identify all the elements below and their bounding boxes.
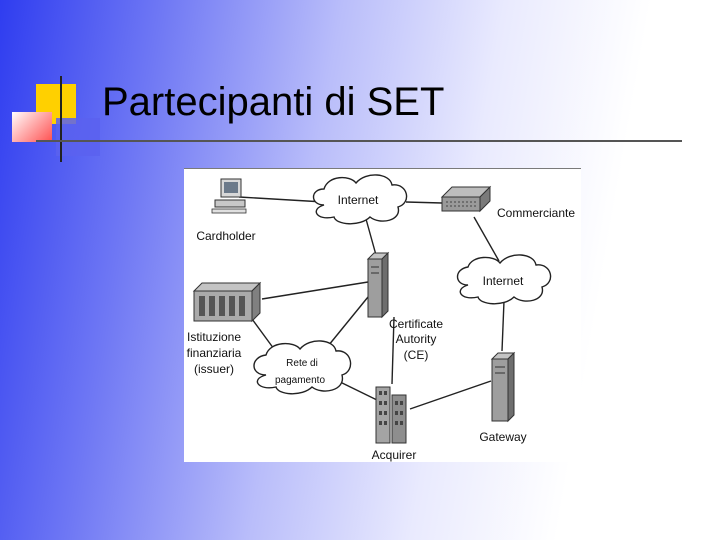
label-internet-2: Internet	[483, 274, 524, 288]
title-underline	[36, 140, 682, 142]
label-ca-3: (CE)	[404, 348, 429, 362]
set-participants-diagram: Internet Internet Rete di pagamento Card…	[184, 168, 581, 462]
cloud-rete-pagamento: Rete di pagamento	[253, 340, 352, 395]
label-rete-2: pagamento	[275, 375, 325, 386]
label-istituzione-3: (issuer)	[194, 362, 234, 376]
label-cardholder: Cardholder	[196, 229, 255, 243]
diagram-canvas: Internet Internet Rete di pagamento Card…	[187, 174, 575, 462]
diagram-links	[238, 196, 505, 410]
link-internet-ca	[365, 218, 377, 256]
cloud-internet-1: Internet	[312, 174, 408, 225]
decor-red-square	[12, 112, 52, 142]
istituzione-bank-icon	[192, 281, 262, 323]
label-ca-1: Certificate	[389, 317, 443, 331]
label-ca-2: Autority	[396, 332, 437, 346]
label-rete-1: Rete di	[286, 358, 318, 369]
label-internet-1: Internet	[338, 193, 379, 207]
acquirer-building-icon	[375, 386, 407, 444]
link-commerciante-internet2	[473, 216, 500, 262]
link-istituzione-ca	[261, 281, 369, 300]
slide-title: Partecipanti di SET	[102, 80, 445, 124]
decor-vertical-line	[60, 76, 62, 162]
label-istituzione-1: Istituzione	[187, 330, 241, 344]
link-internet-commerciante	[405, 201, 443, 204]
label-istituzione-2: finanziaria	[187, 346, 242, 360]
label-gateway: Gateway	[479, 430, 526, 444]
label-acquirer: Acquirer	[372, 448, 417, 462]
ca-server-icon	[366, 251, 390, 319]
cloud-internet-2: Internet	[456, 254, 552, 305]
commerciante-server-icon	[440, 185, 492, 213]
link-istituzione-rete	[251, 318, 275, 350]
link-cardholder-internet	[238, 196, 325, 203]
link-acquirer-gateway	[409, 380, 492, 410]
label-commerciante: Commerciante	[497, 206, 575, 220]
link-ca-acquirer	[391, 316, 395, 385]
decor-blue-square	[56, 118, 100, 156]
link-internet2-gateway	[501, 300, 505, 352]
cardholder-computer-icon	[211, 178, 247, 214]
link-ca-rete	[323, 296, 369, 352]
gateway-server-icon	[490, 351, 516, 423]
